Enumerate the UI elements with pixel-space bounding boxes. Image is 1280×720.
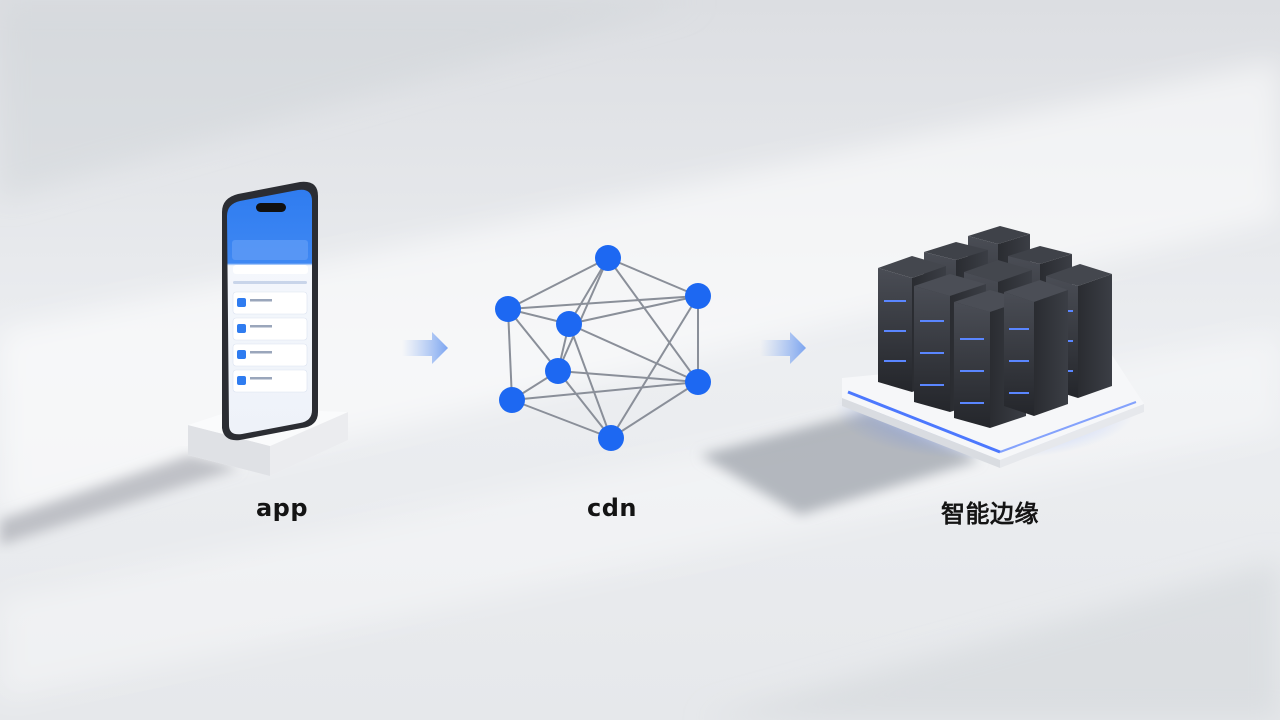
cdn-node [598, 425, 624, 451]
network-graph-icon [495, 245, 711, 451]
cdn-node [685, 283, 711, 309]
cdn-node [499, 387, 525, 413]
cdn-node [595, 245, 621, 271]
smartphone-icon [222, 181, 318, 441]
label-cdn: cdn [587, 494, 637, 522]
server-rack [1004, 280, 1068, 416]
arrow-right-icon [760, 332, 806, 364]
cdn-node [685, 369, 711, 395]
phone-shadow [0, 455, 240, 545]
server-rack-icon [878, 226, 1112, 428]
arrow-right-icon [402, 332, 448, 364]
cdn-node [556, 311, 582, 337]
cdn-node [495, 296, 521, 322]
label-app: app [255, 494, 309, 522]
cdn-node [545, 358, 571, 384]
label-smart-edge: 智能边缘 [941, 500, 1039, 528]
